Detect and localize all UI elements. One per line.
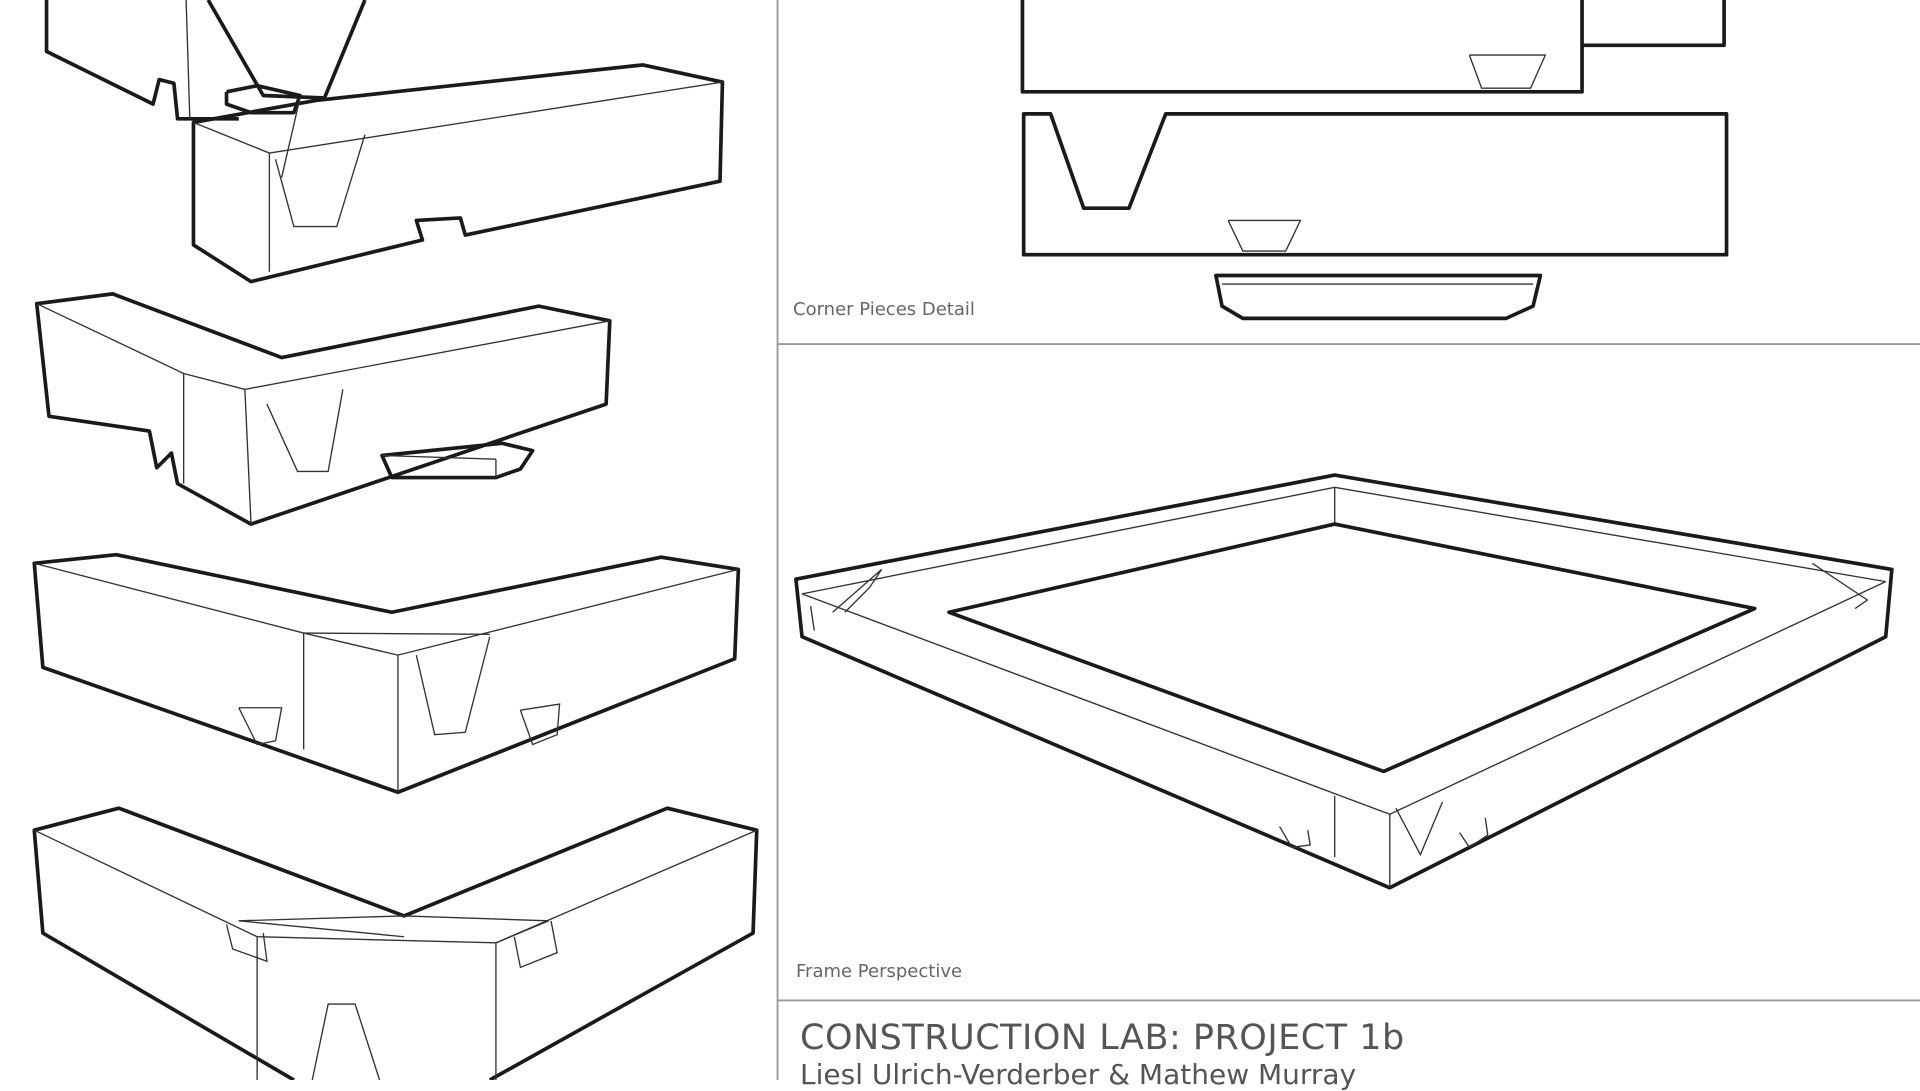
corner-pieces-detail: [1020, 0, 1729, 321]
sheet-title: CONSTRUCTION LAB: PROJECT 1b: [800, 1018, 1405, 1058]
frame-perspective: [794, 473, 1894, 890]
corner-pieces-detail-label: Corner Pieces Detail: [793, 299, 975, 320]
joint-exploded-view-1: [44, 0, 725, 284]
joint-assembled-view-3: [32, 552, 741, 795]
joint-exploded-view-2: [34, 292, 612, 526]
frame-perspective-label: Frame Perspective: [796, 961, 963, 982]
joint-assembled-view-4: [32, 806, 759, 1080]
panel-dividers: [776, 0, 1920, 1080]
sheet-authors: Liesl Ulrich-Verderber & Mathew Murray: [800, 1058, 1357, 1091]
